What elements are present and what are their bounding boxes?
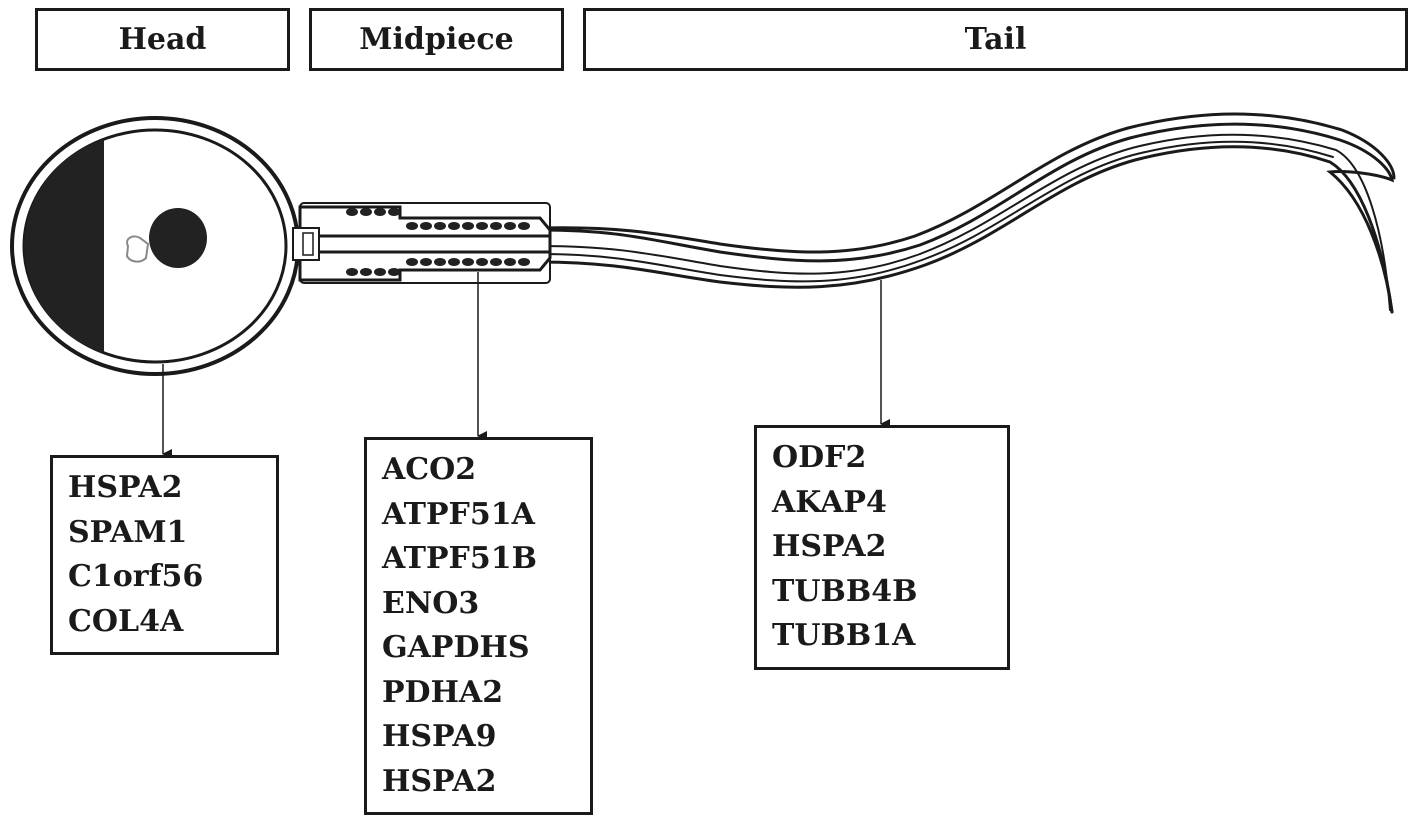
centriole-outline [125, 235, 150, 263]
head-header: Head [35, 8, 290, 71]
tail-protein-item: ODF2 [772, 440, 867, 475]
nucleus [149, 208, 207, 268]
midpiece-protein-item: ATPF51A [382, 496, 535, 532]
tail-header-label: Tail [964, 22, 1027, 57]
tail-protein-item: TUBB1A [772, 618, 916, 653]
midpiece-protein-item: ATPF51B [382, 541, 537, 576]
midpiece-protein-item: HSPA2 [382, 763, 497, 799]
tail-flagellum [538, 112, 1396, 314]
midpiece-header-label: Midpiece [359, 22, 514, 57]
head-protein-item: SPAM1 [68, 514, 188, 550]
midpiece-protein-item: ENO3 [382, 585, 480, 621]
midpiece-protein-item: ACO2 [382, 452, 477, 487]
midpiece-header: Midpiece [309, 8, 564, 71]
tail-protein-item: TUBB4B [772, 573, 918, 609]
mitochondria [346, 208, 530, 276]
tail-protein-item: AKAP4 [772, 484, 887, 520]
sperm-head [10, 116, 300, 376]
midpiece-protein-item: PDHA2 [382, 674, 504, 710]
head-protein-item: C1orf56 [68, 559, 204, 594]
head-header-label: Head [118, 22, 207, 57]
tail-protein-item: HSPA2 [772, 529, 887, 564]
midpiece-protein-item: GAPDHS [382, 630, 530, 665]
midpiece-protein-item: HSPA9 [382, 719, 497, 754]
acrosome [24, 140, 104, 352]
sperm-midpiece [292, 202, 552, 284]
head-protein-item: COL4A [68, 603, 184, 639]
head-protein-item: HSPA2 [68, 470, 183, 505]
tail-header: Tail [583, 8, 1408, 71]
